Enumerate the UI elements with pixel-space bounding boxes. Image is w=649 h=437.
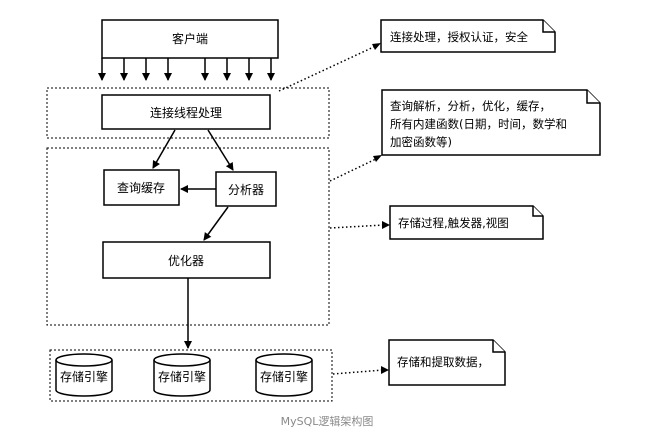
storage-engine-label: 存储引擎 <box>158 369 206 384</box>
connector-storage <box>332 369 384 375</box>
storage-layer <box>49 349 333 402</box>
storage-engine-3: 存储引擎 <box>255 353 313 397</box>
client-label: 客户端 <box>172 31 208 46</box>
connector-connection <box>278 44 379 92</box>
client-box: 客户端 <box>101 19 279 59</box>
connection-thread-label: 连接线程处理 <box>150 105 222 120</box>
arrow-parser-to-optimizer <box>203 206 229 241</box>
note-procedures-line: 存储过程,触发器,视图 <box>398 216 509 230</box>
connector-procedures <box>329 224 385 229</box>
storage-engine-1: 存储引擎 <box>55 353 113 397</box>
diagram-caption: MySQL逻辑架构图 <box>281 414 374 428</box>
arrow-to-query-cache <box>152 129 176 169</box>
query-cache-box: 查询缓存 <box>103 169 180 206</box>
storage-engine-label: 存储引擎 <box>60 369 108 384</box>
parser-box: 分析器 <box>215 171 277 207</box>
storage-engine-label: 存储引擎 <box>260 369 308 384</box>
connection-layer <box>46 87 330 139</box>
note-storage: 存储和提取数据， <box>388 339 506 386</box>
connection-thread-box: 连接线程处理 <box>101 94 271 130</box>
connector-parsing <box>329 157 379 182</box>
note-procedures: 存储过程,触发器,视图 <box>389 205 544 240</box>
note-parsing-line-1: 查询解析，分析，优化，缓存， <box>390 99 551 113</box>
storage-engine-2: 存储引擎 <box>153 353 211 397</box>
note-parsing-line-3: 加密函数等) <box>390 135 452 149</box>
optimizer-box: 优化器 <box>102 241 271 279</box>
note-storage-line: 存储和提取数据， <box>397 355 489 369</box>
query-cache-label: 查询缓存 <box>117 181 165 195</box>
note-parsing-line-2: 所有内建函数(日期，时间，数学和 <box>390 117 567 131</box>
note-connection-line: 连接处理，授权认证，安全 <box>390 30 528 44</box>
arrow-to-parser <box>207 129 234 171</box>
client-connection-arrows <box>98 58 275 81</box>
note-parsing: 查询解析，分析，优化，缓存， 所有内建函数(日期，时间，数学和 加密函数等) <box>381 89 601 156</box>
optimizer-label: 优化器 <box>168 254 204 268</box>
parser-label: 分析器 <box>228 183 264 197</box>
note-connection: 连接处理，授权认证，安全 <box>380 19 556 53</box>
